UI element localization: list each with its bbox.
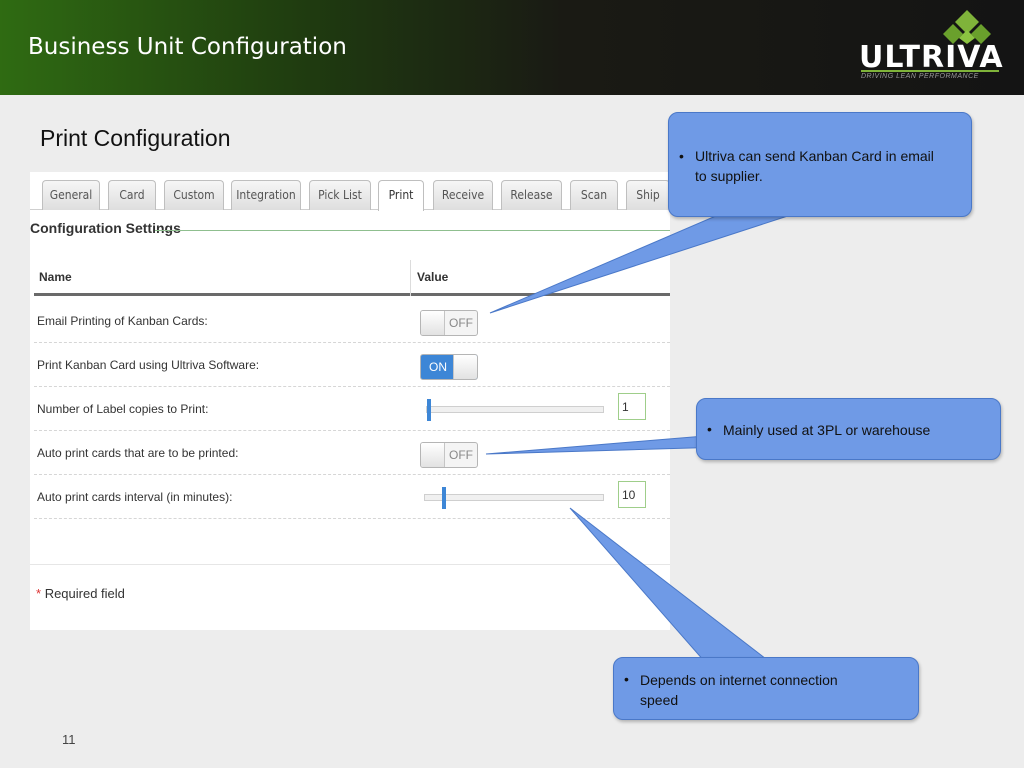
slider-handle[interactable] bbox=[427, 399, 431, 421]
callout-text-line2: speed bbox=[640, 692, 679, 708]
setting-label-auto-print-interval: Auto print cards interval (in minutes): bbox=[37, 490, 233, 504]
callout-text-line1: Mainly used at 3PL or warehouse bbox=[723, 422, 931, 438]
table-header: Name Value bbox=[34, 260, 670, 296]
callout-internet-speed: • Depends on internet connection speed bbox=[613, 657, 919, 720]
column-header-name: Name bbox=[39, 270, 72, 284]
required-field-note: * Required field bbox=[36, 586, 125, 601]
table-row: Auto print cards that are to be printed:… bbox=[34, 431, 670, 475]
print-config-panel: General Card Custom Integration Pick Lis… bbox=[30, 172, 670, 630]
auto-print-interval-slider[interactable] bbox=[424, 487, 604, 509]
auto-print-toggle[interactable]: OFF bbox=[420, 442, 478, 468]
toggle-state: OFF bbox=[449, 448, 473, 462]
tab-scan[interactable]: Scan bbox=[570, 180, 618, 210]
table-row: Number of Label copies to Print: 1 bbox=[34, 387, 670, 431]
callout-text-line1: Depends on internet connection bbox=[640, 672, 838, 688]
logo-tagline: DRIVING LEAN PERFORMANCE bbox=[861, 73, 979, 80]
logo-diamond-icon bbox=[943, 10, 991, 44]
print-kanban-toggle[interactable]: ON bbox=[420, 354, 478, 380]
page-number: 11 bbox=[62, 732, 76, 747]
tab-card[interactable]: Card bbox=[108, 180, 156, 210]
tab-bar: General Card Custom Integration Pick Lis… bbox=[30, 172, 670, 211]
label-copies-input[interactable]: 1 bbox=[618, 393, 646, 420]
auto-print-interval-input[interactable]: 10 bbox=[618, 481, 646, 508]
tab-release[interactable]: Release bbox=[501, 180, 562, 210]
toggle-knob bbox=[453, 355, 477, 379]
tab-integration[interactable]: Integration bbox=[231, 180, 301, 210]
setting-label-auto-print: Auto print cards that are to be printed: bbox=[37, 446, 239, 460]
table-row: Auto print cards interval (in minutes): … bbox=[34, 475, 670, 519]
footer-divider bbox=[30, 564, 670, 565]
toggle-state: OFF bbox=[449, 316, 473, 330]
toggle-state: ON bbox=[429, 360, 447, 374]
logo-wordmark: ULTRIVA bbox=[859, 40, 1004, 75]
toggle-knob bbox=[421, 311, 445, 335]
slide-header: Business Unit Configuration ULTRIVA DRIV… bbox=[0, 0, 1024, 95]
bullet: • bbox=[624, 671, 629, 687]
callout-email-kanban: • Ultriva can send Kanban Card in email … bbox=[668, 112, 972, 217]
tab-pick-list[interactable]: Pick List bbox=[309, 180, 371, 210]
slider-handle[interactable] bbox=[442, 487, 447, 509]
logo-underline bbox=[861, 70, 999, 72]
callout-3pl-warehouse: • Mainly used at 3PL or warehouse bbox=[696, 398, 1001, 460]
column-divider bbox=[410, 260, 411, 296]
callout-text-line1: Ultriva can send Kanban Card in email bbox=[695, 148, 934, 164]
callout-text-line2: to supplier. bbox=[695, 168, 763, 184]
table-row: Email Printing of Kanban Cards: OFF bbox=[34, 299, 670, 343]
configuration-settings-heading: Configuration Settings bbox=[30, 220, 181, 236]
table-row: Print Kanban Card using Ultriva Software… bbox=[34, 343, 670, 387]
tab-receive[interactable]: Receive bbox=[433, 180, 493, 210]
label-copies-slider[interactable] bbox=[426, 399, 604, 421]
required-text: Required field bbox=[44, 586, 125, 601]
bullet: • bbox=[707, 421, 712, 437]
column-header-value: Value bbox=[417, 270, 449, 284]
tab-general[interactable]: General bbox=[42, 180, 100, 210]
tab-custom[interactable]: Custom bbox=[164, 180, 224, 210]
setting-label-label-copies: Number of Label copies to Print: bbox=[37, 402, 209, 416]
header-title: Business Unit Configuration bbox=[28, 34, 347, 60]
tab-ship[interactable]: Ship bbox=[626, 180, 670, 210]
bullet: • bbox=[679, 148, 684, 164]
tab-print[interactable]: Print bbox=[378, 180, 424, 211]
setting-label-print-kanban: Print Kanban Card using Ultriva Software… bbox=[37, 358, 260, 372]
slide-title: Print Configuration bbox=[40, 125, 231, 151]
heading-rule bbox=[155, 230, 670, 231]
ultriva-logo: ULTRIVA DRIVING LEAN PERFORMANCE bbox=[855, 10, 1005, 90]
setting-label-email-printing: Email Printing of Kanban Cards: bbox=[37, 314, 208, 328]
email-printing-toggle[interactable]: OFF bbox=[420, 310, 478, 336]
required-star: * bbox=[36, 586, 42, 601]
toggle-knob bbox=[421, 443, 445, 467]
